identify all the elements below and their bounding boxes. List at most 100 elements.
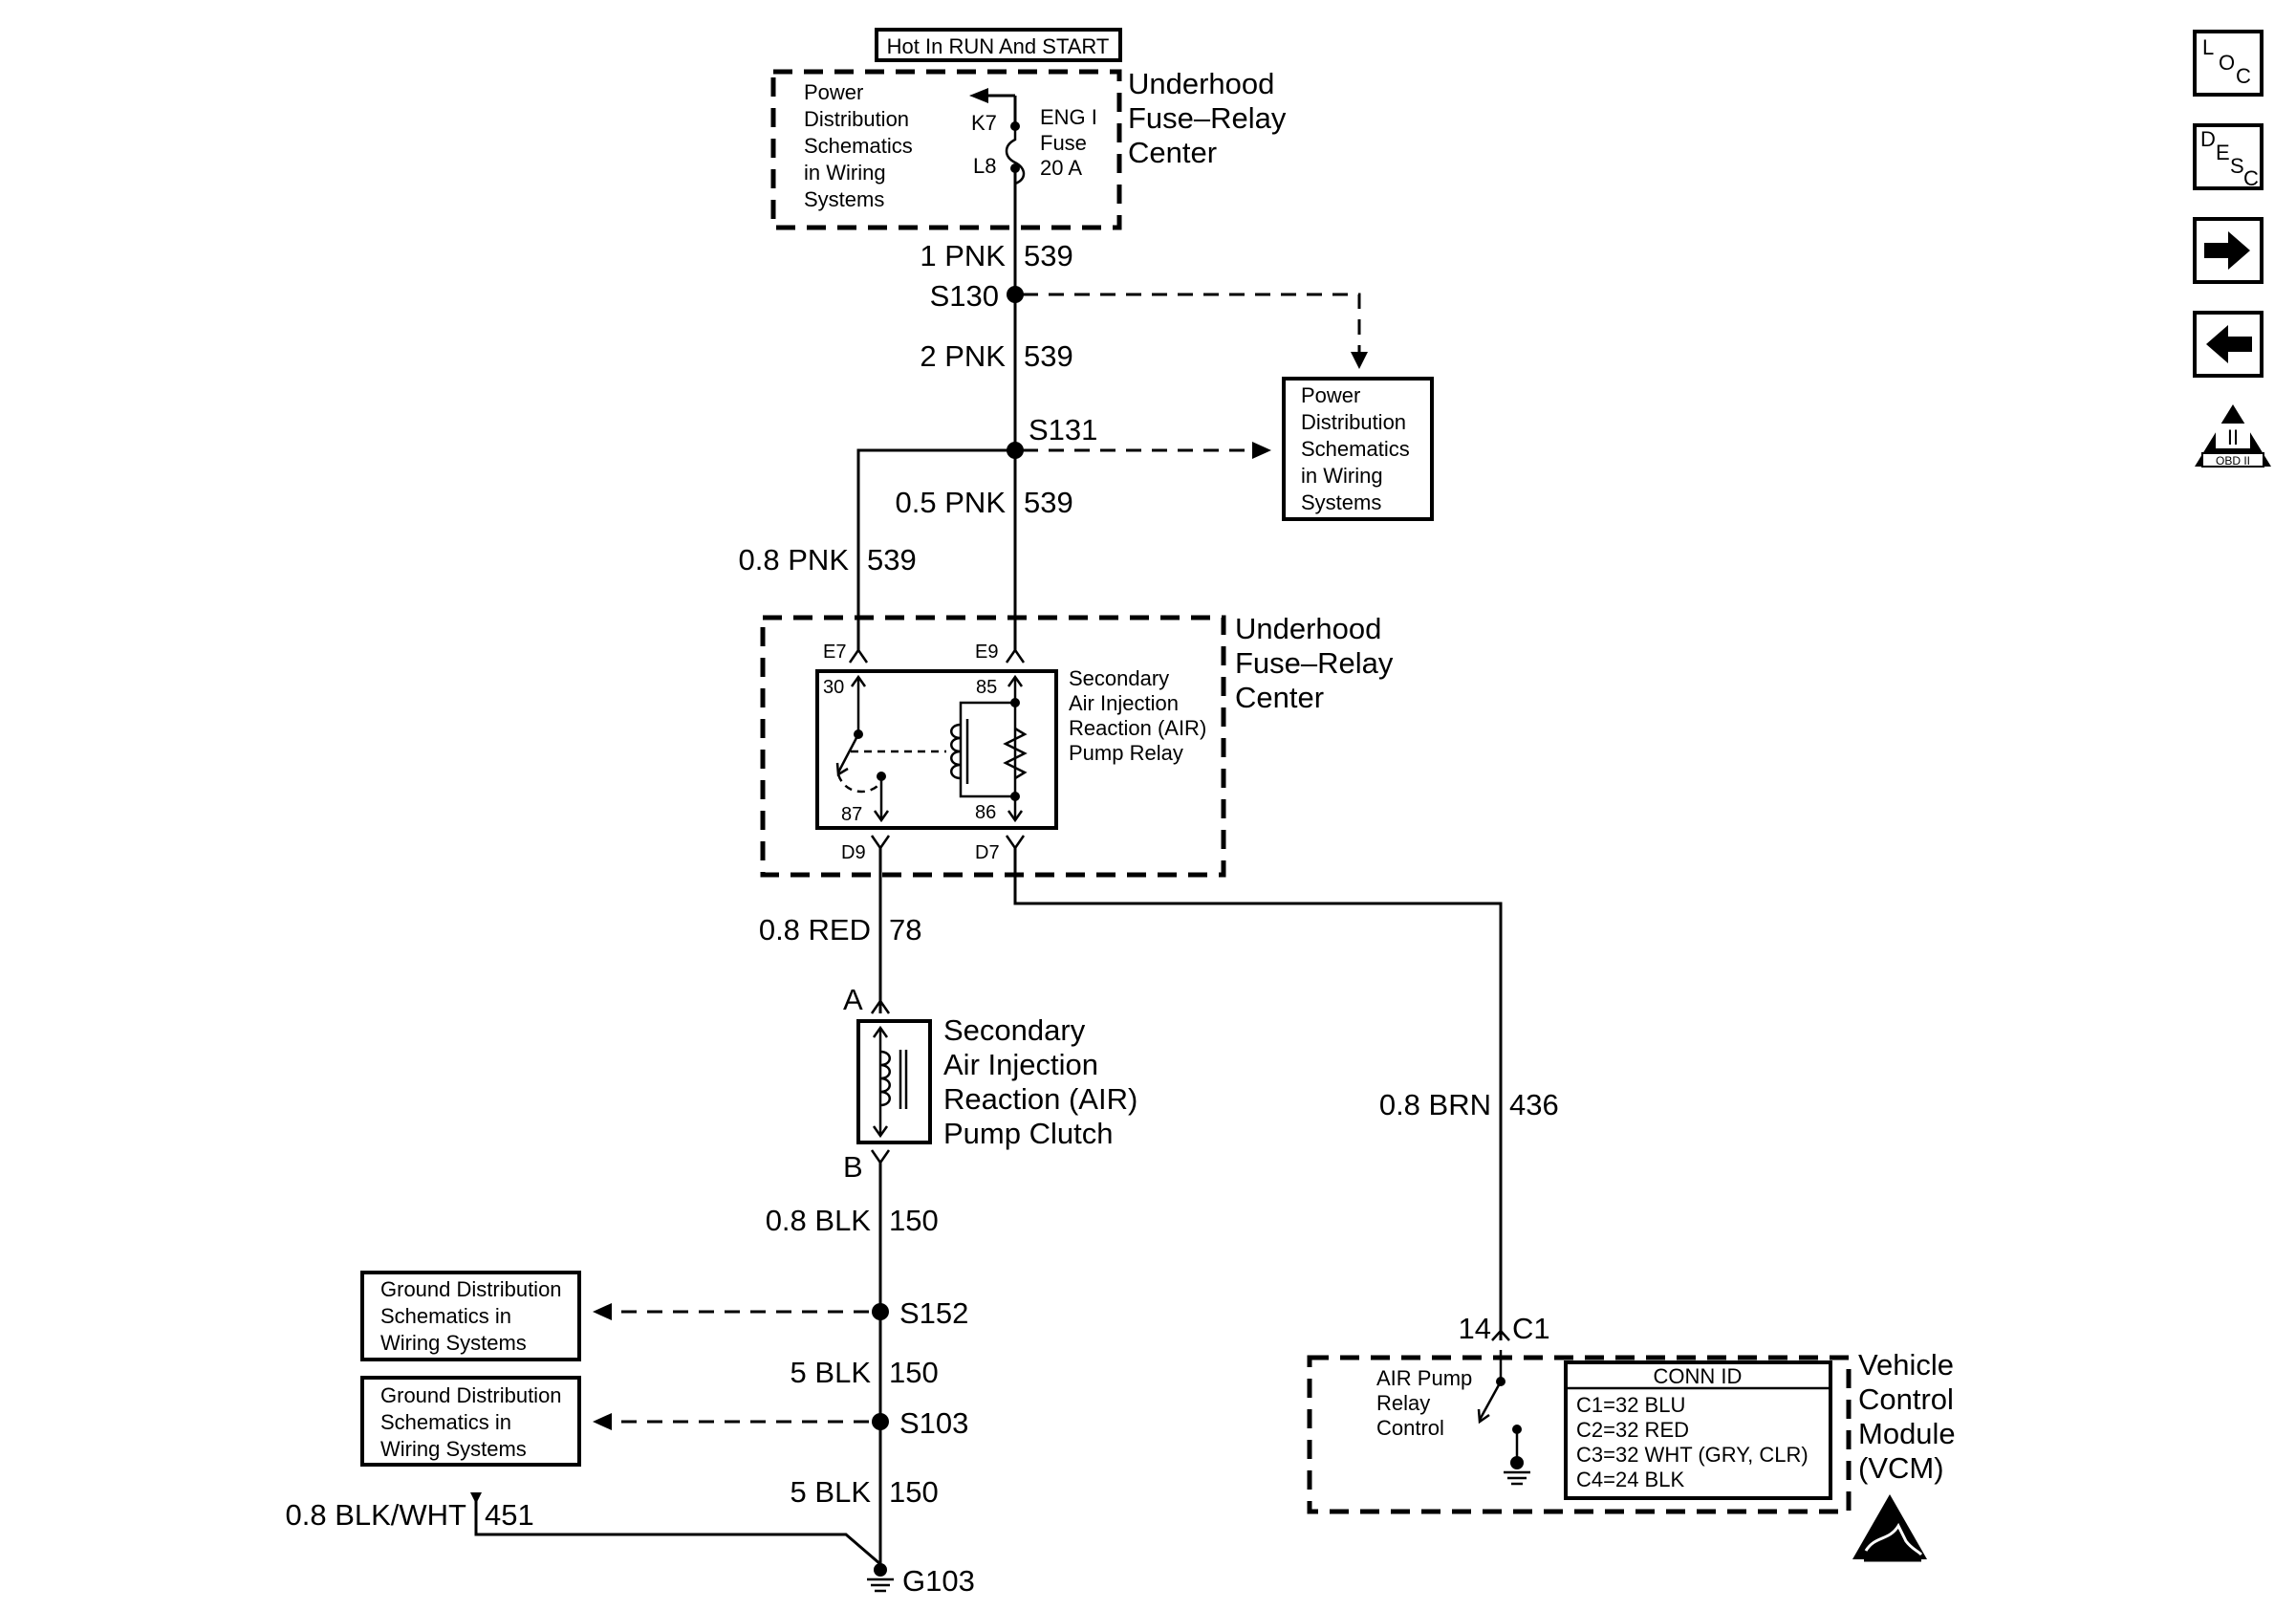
- underhood-fuse-relay-center-relay: Underhood Fuse–Relay Center E7 E9 30 85 …: [760, 612, 1394, 878]
- pin-e9: E9: [975, 642, 998, 663]
- svg-text:S: S: [2230, 154, 2244, 178]
- circuit-label: 150: [889, 1356, 939, 1389]
- svg-text:Air Injection: Air Injection: [943, 1048, 1098, 1081]
- svg-text:Ground Distribution: Ground Distribution: [380, 1277, 562, 1301]
- arrow-left-icon: [593, 1413, 612, 1430]
- wire-436: [1013, 848, 1503, 1340]
- wire-label: 0.8 BLK/WHT: [286, 1498, 467, 1532]
- pin-a: A: [843, 983, 863, 1016]
- svg-text:85: 85: [976, 677, 997, 698]
- relay-switch-arm: [836, 733, 860, 773]
- arrow-left-icon: [969, 88, 988, 103]
- svg-text:Air Injection: Air Injection: [1069, 691, 1179, 715]
- pin-k7: K7: [971, 111, 997, 135]
- svg-text:Fuse–Relay: Fuse–Relay: [1235, 646, 1394, 680]
- svg-text:30: 30: [823, 677, 844, 698]
- svg-text:Systems: Systems: [1301, 490, 1381, 514]
- circuit-label: 78: [889, 913, 921, 946]
- title-line: Underhood: [1128, 67, 1274, 100]
- vcm-ground-icon: [1504, 1456, 1530, 1486]
- svg-text:Systems: Systems: [804, 187, 884, 211]
- wire-539-branch: [856, 448, 1015, 650]
- title-line: Center: [1128, 136, 1217, 169]
- svg-text:Distribution: Distribution: [804, 107, 909, 131]
- svg-text:D: D: [2200, 127, 2216, 151]
- circuit-label: 150: [889, 1475, 939, 1509]
- pin-b: B: [843, 1150, 863, 1184]
- pin-d9: D9: [841, 842, 866, 863]
- svg-text:Secondary: Secondary: [943, 1013, 1086, 1047]
- underhood-fuse-relay-center-top: Underhood Fuse–Relay Center Power Distri…: [770, 67, 1287, 230]
- wire-label: 2 PNK: [920, 339, 1006, 373]
- ground-g103-icon: [867, 1563, 894, 1593]
- svg-text:CONN ID: CONN ID: [1654, 1364, 1743, 1388]
- svg-text:C: C: [2243, 166, 2259, 190]
- svg-text:Schematics in: Schematics in: [380, 1410, 511, 1434]
- fuse-label: ENG I: [1040, 105, 1097, 129]
- circuit-label: 539: [867, 543, 917, 577]
- arrow-right-icon: [1252, 442, 1271, 459]
- arrow-left-icon[interactable]: [2193, 311, 2264, 378]
- svg-text:C: C: [2236, 64, 2251, 88]
- svg-text:C4=24 BLK: C4=24 BLK: [1576, 1468, 1684, 1491]
- ground-distribution-reference-1[interactable]: Ground Distribution Schematics in Wiring…: [360, 1271, 581, 1361]
- svg-text:Distribution: Distribution: [1301, 410, 1406, 434]
- svg-text:OBD II: OBD II: [2216, 454, 2250, 468]
- esd-warning-icon: [1852, 1494, 1927, 1562]
- ground-distribution-reference-2[interactable]: Ground Distribution Schematics in Wiring…: [360, 1376, 581, 1467]
- svg-text:Wiring Systems: Wiring Systems: [380, 1331, 527, 1355]
- svg-text:Control: Control: [1376, 1416, 1444, 1440]
- splice-label: S152: [899, 1296, 968, 1330]
- wire-label: 0.8 BLK: [766, 1204, 872, 1237]
- splice-s152: [872, 1303, 889, 1320]
- vehicle-control-module: 14 C1 AIR Pump Relay Control CONN ID C1=…: [1307, 1312, 1956, 1562]
- splice-s103: [872, 1413, 889, 1430]
- pin-d7: D7: [975, 842, 1000, 863]
- desc-icon[interactable]: D E S C: [2193, 123, 2264, 190]
- svg-text:O: O: [2219, 51, 2235, 75]
- power-distribution-reference-right[interactable]: Power Distribution Schematics in Wiring …: [1282, 377, 1434, 521]
- svg-text:Pump Clutch: Pump Clutch: [943, 1117, 1113, 1150]
- svg-text:Reaction (AIR): Reaction (AIR): [943, 1082, 1137, 1116]
- svg-text:Underhood: Underhood: [1235, 612, 1381, 645]
- svg-text:in Wiring: in Wiring: [1301, 464, 1383, 488]
- wire-label: 5 BLK: [791, 1356, 872, 1389]
- svg-text:in Wiring: in Wiring: [804, 161, 886, 185]
- circuit-label: 150: [889, 1204, 939, 1237]
- loc-icon[interactable]: L O C: [2193, 30, 2264, 97]
- svg-text:Schematics in: Schematics in: [380, 1304, 511, 1328]
- power-distribution-reference-top[interactable]: Power Distribution Schematics in Wiring …: [804, 80, 913, 211]
- svg-text:AIR Pump: AIR Pump: [1376, 1366, 1472, 1390]
- obd-ii-icon[interactable]: II OBD II: [2195, 404, 2271, 468]
- svg-text:C2=32 RED: C2=32 RED: [1576, 1418, 1689, 1442]
- svg-text:Schematics: Schematics: [804, 134, 913, 158]
- svg-text:Wiring Systems: Wiring Systems: [380, 1437, 527, 1461]
- circuit-label: 539: [1024, 339, 1073, 373]
- resistor-icon: [1003, 727, 1028, 780]
- svg-text:Module: Module: [1858, 1417, 1956, 1450]
- vcm-switch-arm: [1478, 1381, 1503, 1421]
- svg-text:Relay: Relay: [1376, 1391, 1430, 1415]
- splice-s130: [1007, 286, 1024, 303]
- wire-label: 5 BLK: [791, 1475, 872, 1509]
- svg-text:C1=32 BLU: C1=32 BLU: [1576, 1393, 1685, 1417]
- arrow-left-icon: [593, 1303, 612, 1320]
- svg-text:Secondary: Secondary: [1069, 666, 1169, 690]
- svg-text:C3=32 WHT (GRY, CLR): C3=32 WHT (GRY, CLR): [1576, 1443, 1809, 1467]
- splice-label: S131: [1029, 413, 1097, 446]
- hot-in-run-start-label: Hot In RUN And START: [875, 28, 1122, 62]
- svg-text:Power: Power: [1301, 383, 1360, 407]
- svg-text:Ground Distribution: Ground Distribution: [380, 1383, 562, 1407]
- svg-text:Vehicle: Vehicle: [1858, 1348, 1954, 1382]
- pin-14: 14: [1459, 1312, 1491, 1345]
- svg-text:Reaction (AIR): Reaction (AIR): [1069, 716, 1206, 740]
- wire-label: 0.8 RED: [759, 913, 871, 946]
- arrow-right-icon[interactable]: [2193, 217, 2264, 284]
- svg-text:II: II: [2227, 425, 2239, 449]
- fuse-label: 20 A: [1040, 156, 1082, 180]
- air-pump-clutch: A B Secondary Air Injection Reaction (AI…: [843, 983, 1137, 1184]
- wire-label: 1 PNK: [920, 239, 1006, 272]
- svg-text:Center: Center: [1235, 681, 1324, 714]
- svg-text:Pump Relay: Pump Relay: [1069, 741, 1183, 765]
